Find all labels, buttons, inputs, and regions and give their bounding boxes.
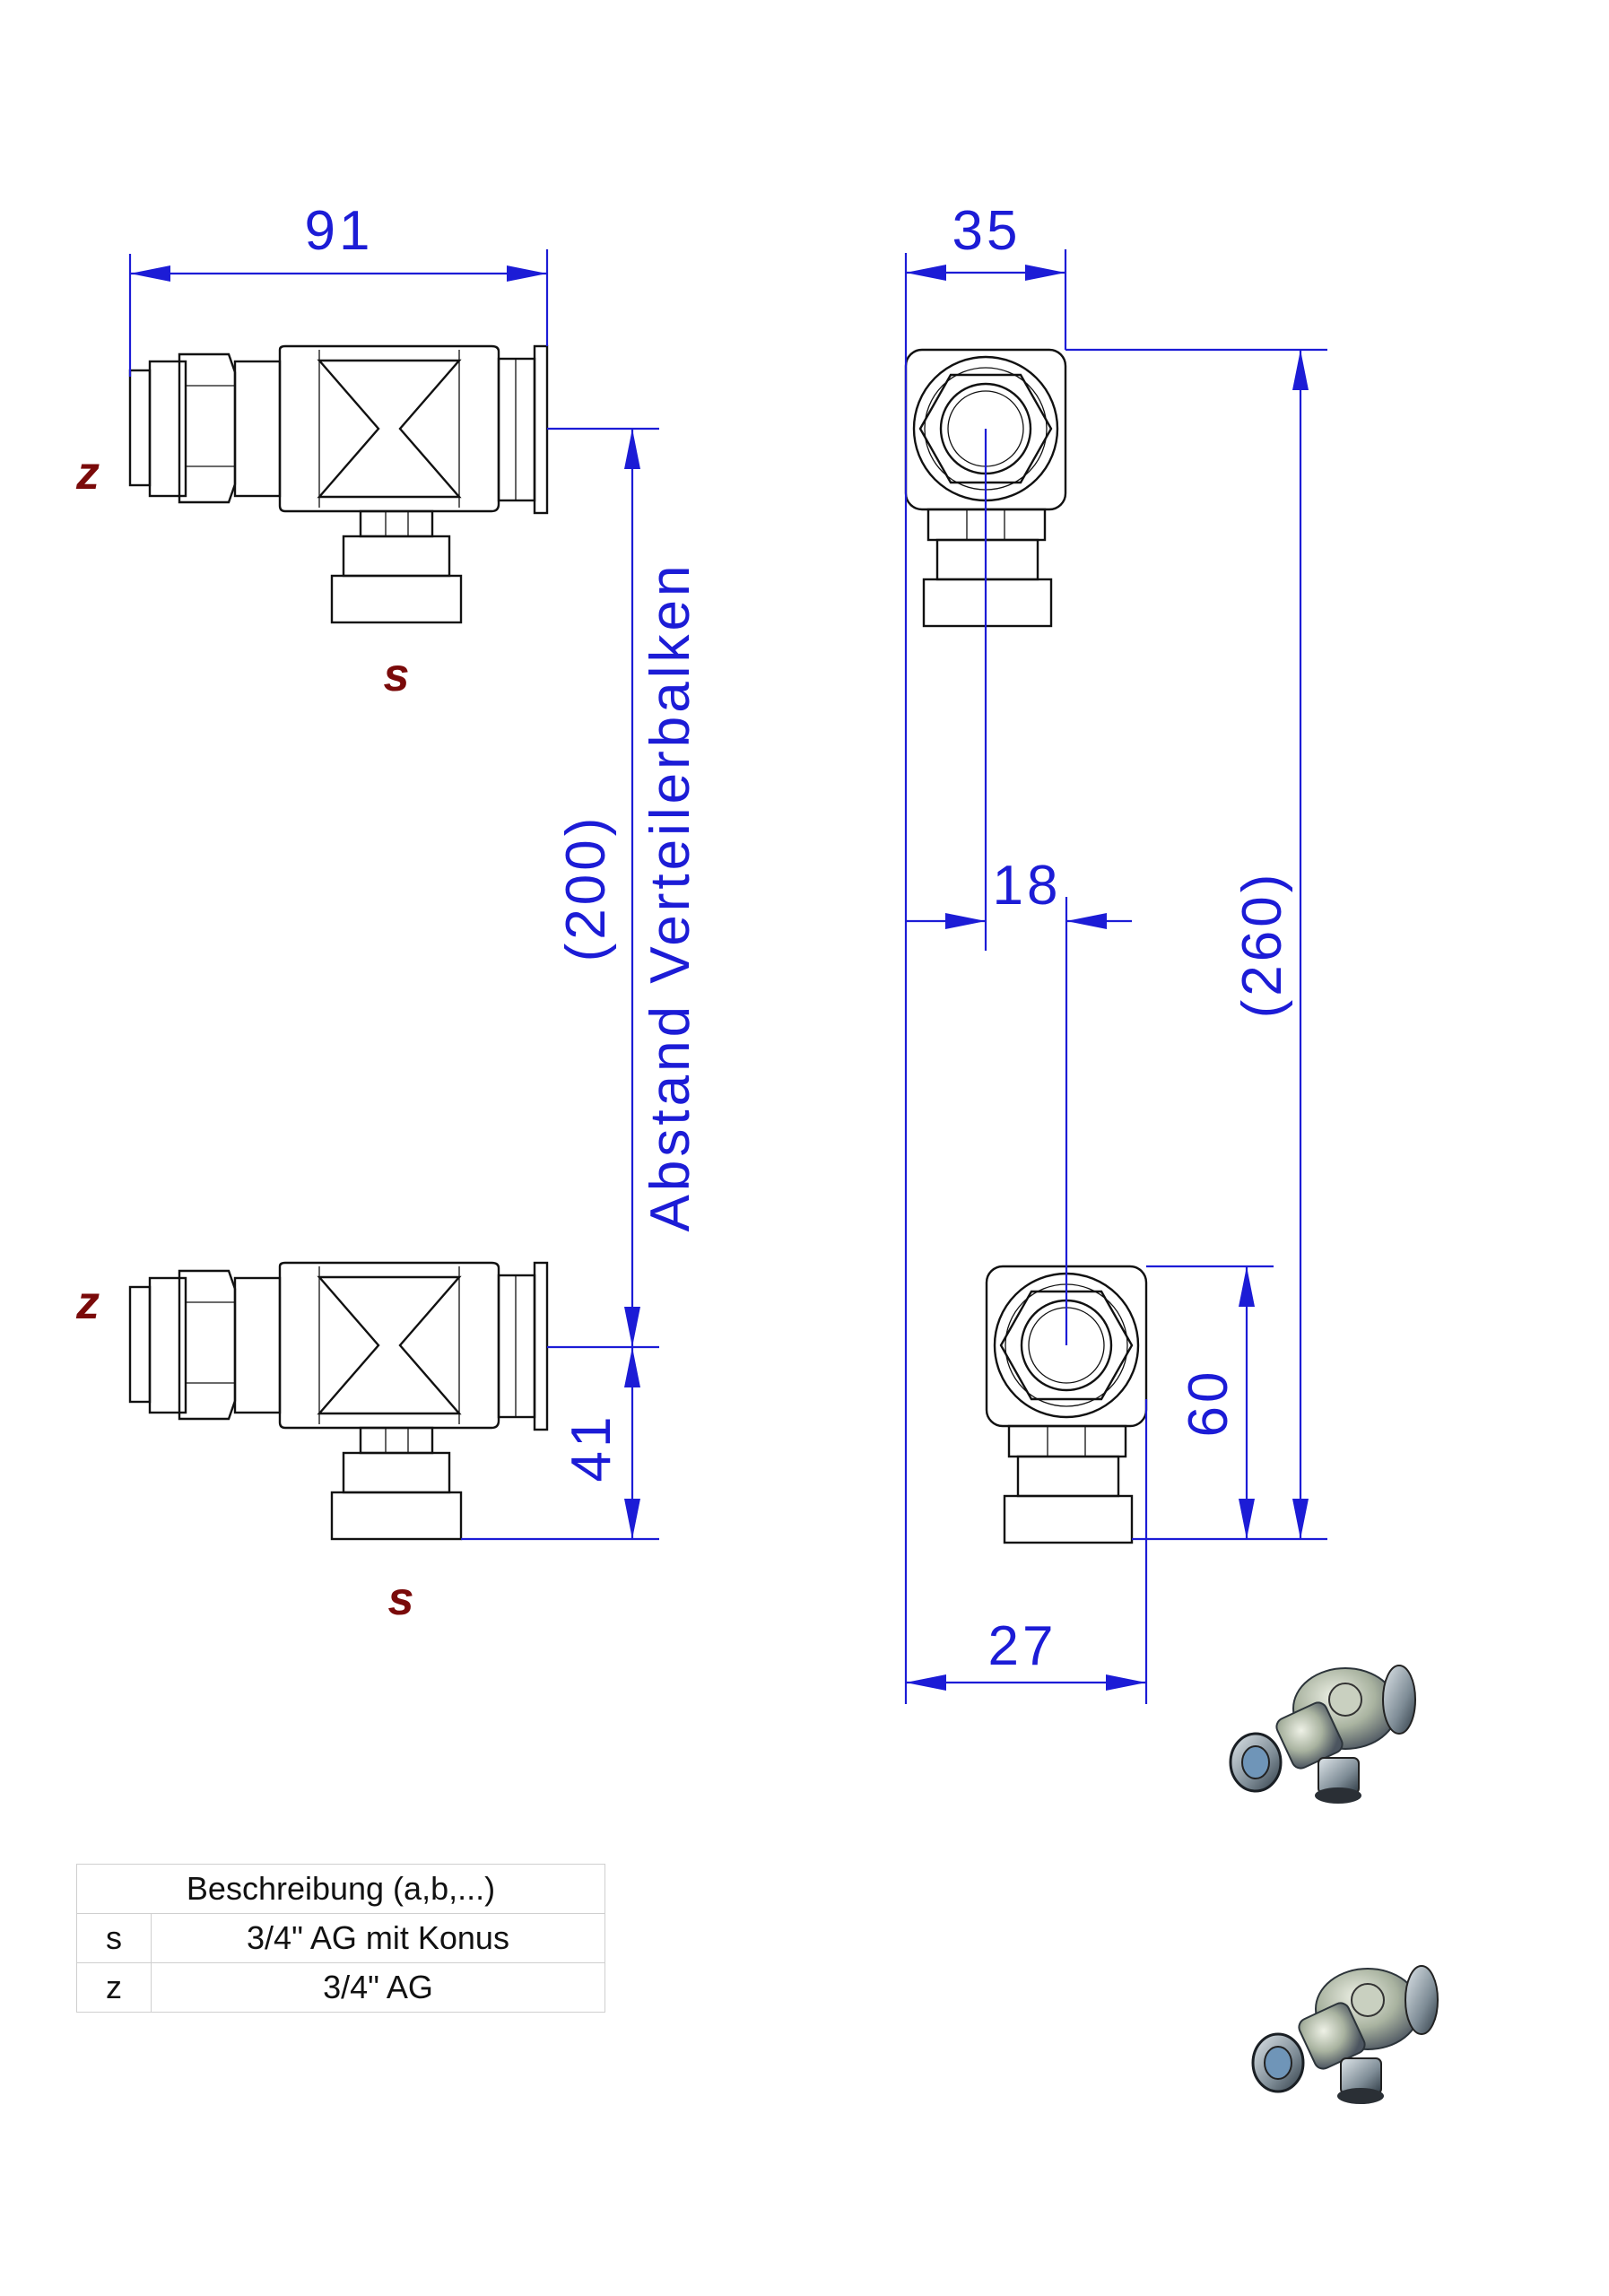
legend-table: Beschreibung (a,b,...) s 3/4" AG mit Kon… bbox=[76, 1864, 605, 2013]
valve-render-1 bbox=[1229, 1665, 1416, 1804]
legend-row: z 3/4" AG bbox=[76, 1962, 605, 2013]
legend-key: z bbox=[76, 1962, 152, 2013]
legend-header-row: Beschreibung (a,b,...) bbox=[76, 1864, 605, 1914]
dim-35: 35 bbox=[952, 200, 1022, 262]
dimension-lines bbox=[128, 249, 1327, 1704]
front-view-top-valve bbox=[128, 344, 549, 624]
label-s-top: s bbox=[384, 649, 410, 701]
legend-row: s 3/4" AG mit Konus bbox=[76, 1913, 605, 1963]
label-z-bottom: z bbox=[75, 1277, 100, 1329]
label-z-top: z bbox=[75, 448, 100, 500]
front-view-bottom-valve bbox=[128, 1261, 549, 1541]
dim-distance-label: Abstand Verteilerbalken bbox=[639, 562, 701, 1232]
label-s-bottom: s bbox=[388, 1573, 414, 1625]
legend-header: Beschreibung (a,b,...) bbox=[76, 1864, 605, 1914]
dim-60: 60 bbox=[1178, 1369, 1239, 1438]
dim-260: (260) bbox=[1231, 871, 1293, 1019]
dim-18: 18 bbox=[993, 855, 1062, 917]
dim-27: 27 bbox=[988, 1615, 1057, 1677]
legend-key: s bbox=[76, 1913, 152, 1963]
dim-91: 91 bbox=[305, 200, 374, 262]
dim-200: (200) bbox=[555, 814, 617, 962]
legend-description: 3/4" AG mit Konus bbox=[151, 1913, 605, 1963]
legend-description: 3/4" AG bbox=[151, 1962, 605, 2013]
valve-render-2 bbox=[1251, 1965, 1439, 2104]
dim-41: 41 bbox=[561, 1413, 622, 1483]
